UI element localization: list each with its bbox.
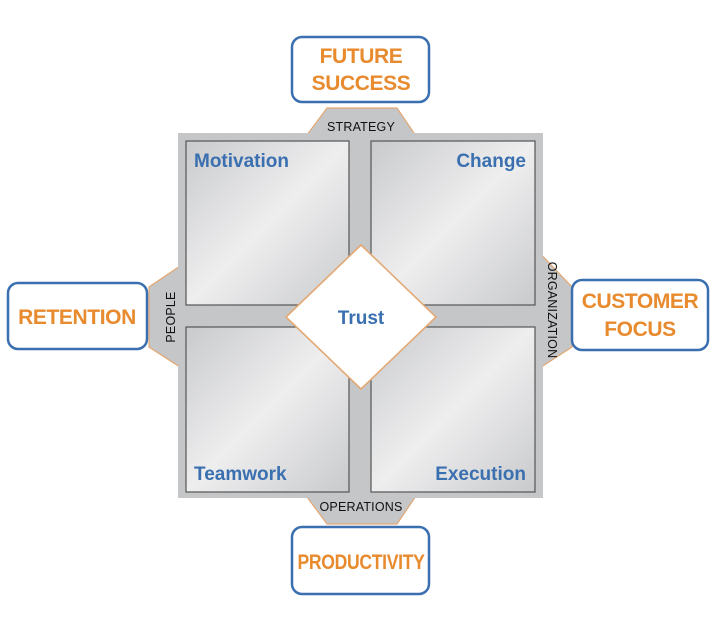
outcome-label-success: SUCCESS [312,72,411,95]
axis-label-organization: ORGANIZATION [545,262,559,359]
outcome-label-future: FUTURE [320,45,403,68]
axis-label-people: PEOPLE [164,291,178,342]
quadrant-label-execution: Execution [435,464,526,485]
quadrant-label-teamwork: Teamwork [194,464,287,485]
outcome-label-retention: RETENTION [18,306,136,329]
quadrant-execution [370,326,536,493]
quadrant-change [370,140,536,306]
outcome-box-productivity [290,525,431,596]
outcome-label-focus: FOCUS [604,318,676,341]
quadrant-label-motivation: Motivation [194,151,289,172]
quadrant-label-change: Change [456,151,526,172]
axis-label-operations: OPERATIONS [319,500,402,514]
outcome-label-customer: CUSTOMER [582,290,699,313]
outcome-box-customer-focus [570,278,710,352]
axis-label-strategy: STRATEGY [327,120,396,134]
trust-diamond [284,243,438,391]
quadrant-teamwork [185,326,350,493]
outcome-box-future-success [290,35,431,104]
trust-label: Trust [338,308,385,329]
quadrant-motivation [185,140,350,306]
outcome-box-retention [6,281,149,351]
outcome-label-productivity: PRODUCTIVITY [298,551,425,574]
